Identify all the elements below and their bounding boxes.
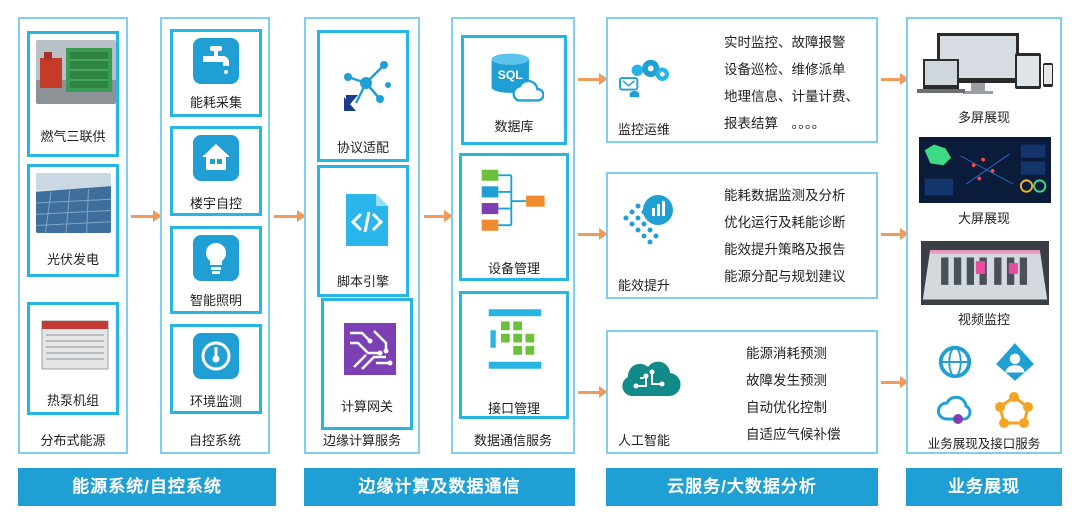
energy-efficiency-title: 能效提升 bbox=[618, 278, 671, 293]
panel-data-comm: SQL 数据库 设备管理 bbox=[451, 17, 575, 454]
card-interface-mgmt[interactable]: 接口管理 bbox=[459, 291, 569, 419]
video-monitor-label: 视频监控 bbox=[957, 312, 1010, 327]
network-nodes-icon bbox=[344, 61, 391, 111]
energy-collection-label: 能耗采集 bbox=[189, 95, 242, 110]
arrow-col4-monitor bbox=[578, 73, 608, 85]
line: 报表结算 。。。。 bbox=[724, 116, 826, 131]
banner-business-display: 业务展现 bbox=[906, 468, 1062, 506]
thermometer-icon bbox=[193, 333, 239, 379]
tree-structure-icon bbox=[481, 169, 545, 231]
card-energy-collection[interactable]: 能耗采集 bbox=[170, 29, 262, 117]
card-building-control[interactable]: 楼宇自控 bbox=[170, 126, 262, 216]
arrow-col3-col4 bbox=[424, 210, 453, 222]
auto-control-label: 自控系统 bbox=[188, 433, 241, 448]
line: 实时监控、故障报警 bbox=[724, 35, 846, 50]
card-device-mgmt[interactable]: 设备管理 bbox=[459, 153, 569, 281]
line: 故障发生预测 bbox=[746, 373, 827, 388]
card-env-monitor[interactable]: 环境监测 bbox=[170, 324, 262, 414]
monitoring-ops-lines: 实时监控、故障报警 设备巡检、维修派单 地理信息、计量计费、 报表结算 。。。。 bbox=[724, 29, 859, 137]
protocol-adapter-label: 协议适配 bbox=[336, 140, 389, 155]
arrow-col4-ai bbox=[578, 386, 608, 398]
line: 能源消耗预测 bbox=[746, 346, 827, 361]
video-monitor-image bbox=[921, 241, 1049, 305]
database-cloud-icon: SQL bbox=[491, 53, 544, 102]
card-heat-pump[interactable]: 热泵机组 bbox=[27, 302, 119, 415]
card-script-engine[interactable]: 脚本引擎 bbox=[317, 165, 409, 297]
ai-title: 人工智能 bbox=[618, 433, 671, 448]
line: 地理信息、计量计费、 bbox=[724, 89, 859, 104]
box-energy-efficiency[interactable]: 能效提升 能耗数据监测及分析 优化运行及耗能诊断 能效提升策略及报告 能源分配与… bbox=[606, 172, 878, 299]
banner-cloud-bigdata: 云服务/大数据分析 bbox=[606, 468, 878, 506]
home-icon bbox=[193, 135, 239, 181]
multi-screen-label: 多屏展现 bbox=[957, 110, 1010, 125]
energy-efficiency-lines: 能耗数据监测及分析 优化运行及耗能诊断 能效提升策略及报告 能源分配与规划建议 bbox=[724, 182, 846, 290]
interface-blocks-icon bbox=[488, 309, 542, 369]
compute-gateway-label: 计算网关 bbox=[340, 399, 393, 414]
card-gas-chp[interactable]: 燃气三联供 bbox=[27, 31, 119, 157]
multi-screen-image bbox=[917, 33, 1053, 94]
big-screen-label: 大屏展现 bbox=[957, 211, 1010, 226]
line: 优化运行及耗能诊断 bbox=[724, 215, 846, 230]
gas-chp-image bbox=[36, 40, 116, 104]
line: 能效提升策略及报告 bbox=[724, 242, 846, 257]
panel-distributed-energy: 燃气三联供 光伏发电 热泵机组 分布式能源 bbox=[18, 17, 128, 454]
monitoring-ops-title: 监控运维 bbox=[618, 122, 671, 137]
analytics-dots-icon bbox=[623, 195, 673, 245]
line: 自动优化控制 bbox=[746, 400, 827, 415]
line: 设备巡检、维修派单 bbox=[724, 62, 846, 77]
pv-label: 光伏发电 bbox=[46, 252, 99, 267]
card-compute-gateway[interactable]: 计算网关 bbox=[321, 298, 413, 430]
panel-business-display: 多屏展现 大屏展现 视频监控 业务展现及接 bbox=[906, 17, 1062, 454]
distributed-energy-label: 分布式能源 bbox=[40, 433, 106, 448]
interface-mgmt-label: 接口管理 bbox=[487, 401, 540, 416]
database-label: 数据库 bbox=[494, 119, 534, 134]
arrow-col4-efficiency bbox=[578, 228, 608, 240]
circuit-chip-icon bbox=[344, 323, 396, 375]
card-database[interactable]: SQL 数据库 bbox=[461, 35, 567, 145]
banner-energy-control: 能源系统/自控系统 bbox=[18, 468, 276, 506]
cloud-connect-icon bbox=[937, 395, 972, 424]
sql-text: SQL bbox=[498, 68, 524, 82]
azure-ad-icon bbox=[996, 343, 1034, 381]
banner-edge-comm: 边缘计算及数据通信 bbox=[304, 468, 575, 506]
code-file-icon bbox=[346, 194, 388, 246]
box-monitoring-ops[interactable]: 监控运维 实时监控、故障报警 设备巡检、维修派单 地理信息、计量计费、 报表结算… bbox=[606, 17, 878, 143]
gas-chp-label: 燃气三联供 bbox=[40, 129, 106, 144]
line: 能耗数据监测及分析 bbox=[724, 188, 846, 203]
arrow-monitor-col6 bbox=[881, 73, 909, 85]
arrow-efficiency-col6 bbox=[881, 228, 909, 240]
edge-computing-label: 边缘计算服务 bbox=[322, 433, 401, 448]
brain-circuit-icon bbox=[622, 361, 681, 397]
card-smart-lighting[interactable]: 智能照明 bbox=[170, 226, 262, 314]
env-monitor-label: 环境监测 bbox=[189, 394, 242, 409]
heat-pump-image bbox=[36, 311, 116, 375]
bulb-icon bbox=[193, 235, 239, 281]
line: 自适应气候补偿 bbox=[746, 427, 841, 442]
heat-pump-label: 热泵机组 bbox=[46, 393, 99, 408]
panel-edge-computing: 协议适配 脚本引擎 计算网关 边缘计算服务 bbox=[304, 17, 420, 454]
box-ai[interactable]: 人工智能 能源消耗预测 故障发生预测 自动优化控制 自适应气候补偿 bbox=[606, 330, 878, 454]
pv-image bbox=[36, 173, 111, 233]
card-pv[interactable]: 光伏发电 bbox=[27, 164, 119, 277]
arrow-ai-col6 bbox=[881, 376, 909, 388]
building-control-label: 楼宇自控 bbox=[189, 196, 242, 211]
web-app-icon bbox=[938, 345, 972, 379]
service-network-icon bbox=[995, 392, 1033, 428]
ai-lines: 能源消耗预测 故障发生预测 自动优化控制 自适应气候补偿 bbox=[746, 340, 841, 448]
card-protocol-adapter[interactable]: 协议适配 bbox=[317, 30, 409, 162]
device-mgmt-label: 设备管理 bbox=[487, 261, 540, 276]
panel-auto-control: 能耗采集 楼宇自控 智能照明 环境监测 自控系统 bbox=[160, 17, 270, 454]
faucet-icon bbox=[193, 38, 239, 84]
arrow-col1-col2 bbox=[131, 210, 162, 222]
data-comm-label: 数据通信服务 bbox=[473, 433, 552, 448]
business-display-label: 业务展现及接口服务 bbox=[927, 437, 1041, 451]
monitor-gear-icon bbox=[619, 59, 669, 98]
arrow-col2-col3 bbox=[274, 210, 306, 222]
line: 能源分配与规划建议 bbox=[724, 269, 846, 284]
smart-lighting-label: 智能照明 bbox=[189, 293, 242, 308]
big-screen-image bbox=[919, 137, 1051, 203]
script-engine-label: 脚本引擎 bbox=[336, 274, 389, 289]
